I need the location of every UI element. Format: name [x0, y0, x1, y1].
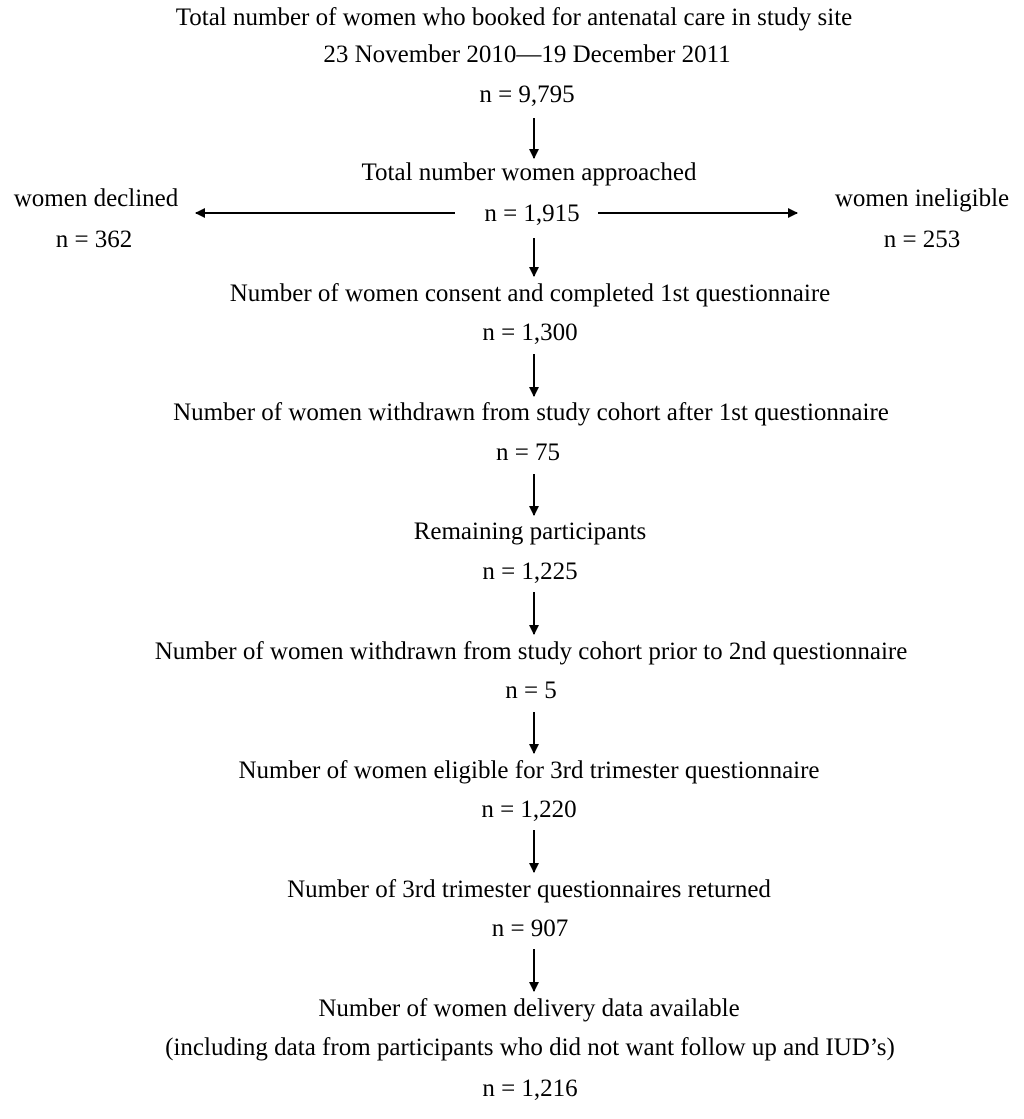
step-returned-count: n = 907: [491, 915, 569, 942]
step-total-booked-period: 23 November 2010—19 December 2011: [323, 41, 731, 68]
step-total-booked-title: Total number of women who booked for ant…: [175, 4, 853, 31]
step-approached-count: n = 1,915: [484, 200, 580, 227]
step-consented-title: Number of women consent and completed 1s…: [229, 280, 831, 307]
step-total-booked-count: n = 9,795: [479, 81, 575, 108]
step-consented-count: n = 1,300: [482, 319, 578, 346]
ineligible-count: n = 253: [883, 226, 961, 253]
ineligible-label: women ineligible: [834, 185, 1010, 212]
step-withdrawn-after-first-title: Number of women withdrawn from study coh…: [173, 399, 889, 426]
step-eligible-third-title: Number of women eligible for 3rd trimest…: [238, 757, 820, 784]
step-approached-title: Total number women approached: [361, 159, 697, 186]
declined-count: n = 362: [55, 226, 133, 253]
step-delivery-note: (including data from participants who di…: [165, 1034, 895, 1061]
step-withdrawn-prior-second-count: n = 5: [505, 677, 557, 704]
step-remaining-count: n = 1,225: [482, 558, 578, 585]
step-withdrawn-after-first-count: n = 75: [495, 439, 561, 466]
step-remaining-title: Remaining participants: [413, 518, 647, 545]
step-delivery-count: n = 1,216: [482, 1075, 578, 1102]
step-returned-title: Number of 3rd trimester questionnaires r…: [287, 876, 771, 903]
declined-label: women declined: [13, 185, 179, 212]
step-delivery-title: Number of women delivery data available: [318, 995, 740, 1022]
step-withdrawn-prior-second-title: Number of women withdrawn from study coh…: [154, 638, 908, 665]
step-eligible-third-count: n = 1,220: [481, 796, 577, 823]
